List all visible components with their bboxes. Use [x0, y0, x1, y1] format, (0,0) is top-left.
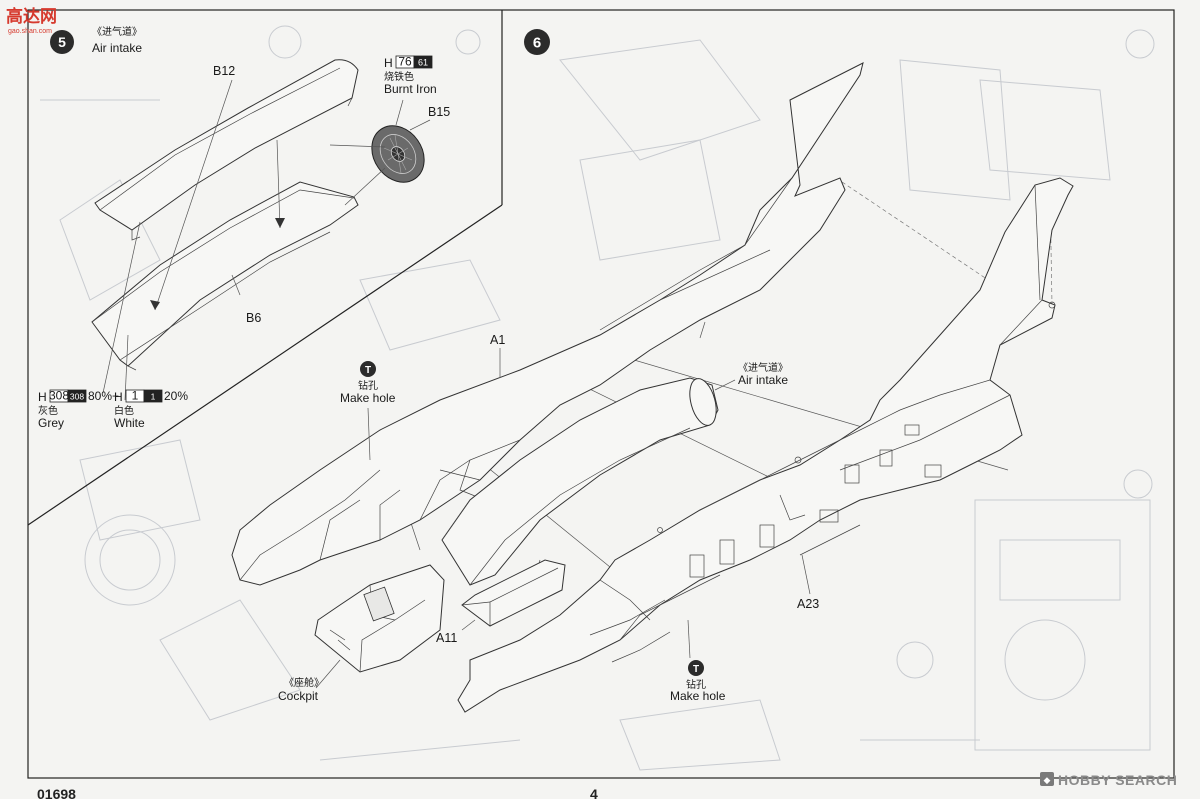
part-a11-block [461, 559, 566, 627]
svg-text:H: H [384, 56, 393, 70]
svg-text:308: 308 [70, 392, 84, 402]
step-5-guide-lines [102, 79, 431, 401]
svg-text:White: White [114, 416, 145, 430]
step-6-badge [524, 29, 550, 55]
svg-text:HOBBY SEARCH: HOBBY SEARCH [1058, 772, 1177, 788]
svg-text:gao.shan.com: gao.shan.com [8, 28, 52, 35]
footer-page-number: 4 [590, 786, 598, 799]
part-b15-compressor-fan [371, 125, 425, 183]
background-ghost-drawings [40, 25, 1155, 771]
svg-text:Make hole: Make hole [670, 689, 726, 703]
svg-text:Air intake: Air intake [738, 373, 788, 387]
svg-text:20%: 20% [164, 389, 188, 403]
svg-text:《进气道》: 《进气道》 [738, 361, 788, 374]
part-label-b12: B12 [213, 64, 235, 78]
step-5-title-cn: 《进气道》 [92, 25, 142, 38]
hobby-search-logo-icon: ◆ [1044, 775, 1051, 785]
part-a23-right-fuselage-half [457, 177, 1074, 713]
part-a1-left-fuselage-half [231, 62, 864, 586]
svg-text:H: H [38, 390, 47, 404]
cockpit-callout: 《座舱》 Cockpit [278, 659, 341, 703]
drill-marker-bottom: T 钻孔 Make hole [670, 619, 726, 703]
part-label-b6: B6 [246, 311, 261, 325]
svg-text:Burnt Iron: Burnt Iron [384, 82, 437, 96]
step-5-title-en: Air intake [92, 41, 142, 55]
assembled-air-intake-duct [441, 377, 719, 586]
part-label-a1: A1 [490, 333, 505, 347]
footer-product-code: 01698 [37, 786, 76, 799]
air-intake-callout: 《进气道》 Air intake [714, 361, 788, 391]
svg-text:76: 76 [398, 55, 412, 69]
svg-text:Make hole: Make hole [340, 391, 396, 405]
svg-text:Cockpit: Cockpit [278, 689, 319, 703]
part-label-a23: A23 [797, 597, 819, 611]
watermark-top-left: 高达网 gao.shan.com [6, 6, 57, 35]
svg-text:80%+: 80%+ [88, 389, 119, 403]
paint-callout-burnt-iron: H 76 61 烧铁色 Burnt Iron [384, 55, 437, 97]
svg-text:灰色: 灰色 [38, 404, 58, 417]
step-5-number: 5 [58, 34, 66, 50]
svg-text:1: 1 [132, 389, 139, 403]
svg-text:H: H [114, 390, 123, 404]
step-6-number: 6 [533, 35, 541, 52]
svg-text:白色: 白色 [114, 404, 134, 417]
drill-marker-top: T 钻孔 Make hole [340, 361, 396, 461]
part-label-a11: A11 [436, 631, 457, 645]
part-b12-intake-upper-half [94, 59, 359, 241]
svg-text:1: 1 [151, 392, 156, 402]
svg-text:钻孔: 钻孔 [358, 379, 378, 392]
svg-text:烧铁色: 烧铁色 [384, 70, 414, 83]
svg-text:T: T [365, 365, 371, 376]
svg-text:高达网: 高达网 [6, 6, 57, 26]
svg-text:T: T [693, 664, 699, 675]
cockpit-tub-assembly [314, 564, 445, 673]
svg-text:钻孔: 钻孔 [686, 678, 706, 691]
watermark-bottom-right: ◆ HOBBY SEARCH [1040, 772, 1177, 788]
svg-text:61: 61 [418, 58, 428, 68]
part-label-b15: B15 [428, 105, 450, 119]
svg-text:Grey: Grey [38, 416, 64, 430]
paint-callout-grey-white-mix: H 308 308 80%+ H 1 1 20% 灰色 Grey 白色 Whit… [38, 389, 188, 431]
step-5-badge [50, 30, 74, 54]
svg-text:308: 308 [49, 389, 69, 403]
page-frame [27, 9, 1175, 779]
step-5-panel: 5 《进气道》 Air intake [38, 25, 450, 430]
svg-text:《座舱》: 《座舱》 [284, 676, 324, 689]
step-6-panel: 6 [231, 29, 1074, 713]
